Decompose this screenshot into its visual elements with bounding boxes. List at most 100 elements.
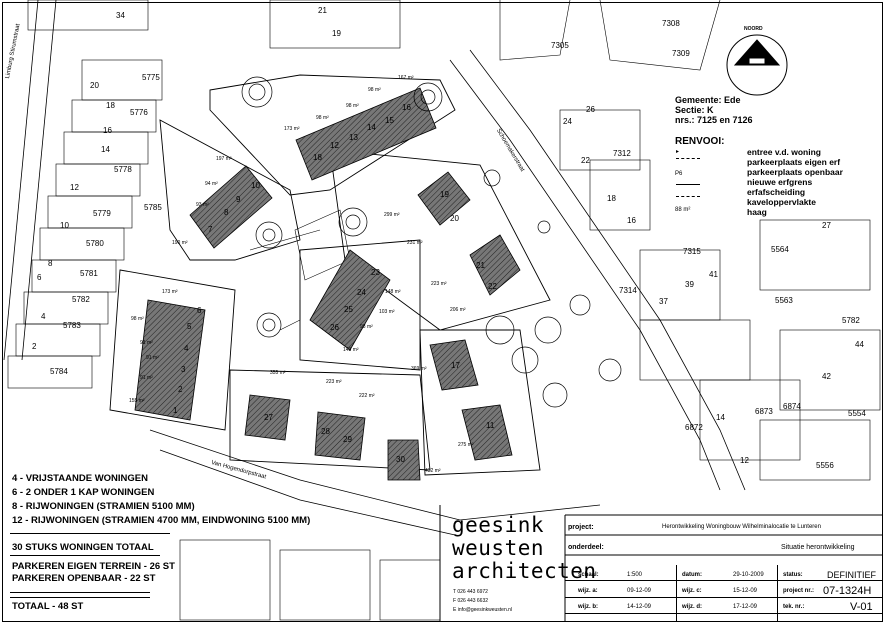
plot-area: 369 m² [411,366,427,372]
neighbor-label: 5556 [816,461,834,470]
project-label: project: [568,524,594,531]
neighbor-label: 41 [709,270,718,279]
house-number: 10 [251,181,260,190]
plot-area: 432 m² [425,468,441,474]
neighbor-label: 42 [822,372,831,381]
house-number: 5 [187,322,192,331]
office-fax: F 026 443 6632 [453,598,489,604]
house-number: 29 [343,435,352,444]
office-phone: T 026 443 6972 [453,589,488,595]
legend-symbol-entree-icon: ▸ [676,149,680,155]
plot-area: 167 m² [398,75,414,81]
plot-area: 91 m² [146,355,159,361]
neighbor-label: 7308 [662,19,680,28]
house-number: 13 [349,133,358,142]
summary-line-rijwoningen-5100: 8 - RIJWONINGEN (STRAMIEN 5100 MM) [12,501,195,512]
plot-area: 223 m² [431,281,447,287]
plot-area: 91 m² [140,375,153,381]
neighbor-label: 7314 [619,286,637,295]
house-number: 19 [440,190,449,199]
legend-item-haag: haag [747,207,767,217]
neighbor-label: 20 [90,81,99,90]
neighbor-label: 22 [581,156,590,165]
legend-symbol-area: 88 m² [675,207,691,213]
house-number: 28 [321,427,330,436]
legend-item-parkeren-openbaar: parkeerplaats openbaar [747,167,843,177]
house-number: 21 [476,261,485,270]
office-email: E info@geesinkweusten.nl [453,607,512,613]
house-number: 9 [236,195,241,204]
neighbor-label: 5563 [775,296,793,305]
neighbor-label: 5780 [86,239,104,248]
datum-label: datum: [682,572,702,578]
neighbor-label: 34 [116,11,125,20]
plot-area: 173 m² [162,289,178,295]
house-number: 3 [181,365,186,374]
summary-divider [10,597,150,598]
wijz-d-value: 17-12-09 [733,604,758,610]
summary-divider [10,533,170,534]
neighbor-label: 16 [627,216,636,225]
neighbor-label: 4 [41,312,46,321]
house-number: 23 [371,268,380,277]
house-number: 22 [488,282,497,291]
plot-area: 197 m² [216,156,232,162]
neighbor-label: 5564 [771,245,789,254]
house-number: 12 [330,141,339,150]
onderdeel-value: Situatie herontwikkeling [781,544,855,551]
plot-area: 275 m² [458,442,474,448]
plot-area: 143 m² [343,347,359,353]
summary-divider [10,592,150,593]
summary-line-2-onder-1-kap: 6 - 2 ONDER 1 KAP WONINGEN [12,487,155,498]
house-number: 24 [357,288,366,297]
house-number: 4 [184,344,189,353]
house-number: 25 [344,305,353,314]
legend-symbol-erfgrens-icon [676,184,700,185]
onderdeel-label: onderdeel: [568,544,604,551]
neighbor-label: 2 [32,342,37,351]
plot-area: 93 m² [196,202,209,208]
neighbor-label: 6873 [755,407,773,416]
neighbor-label: 7309 [672,49,690,58]
house-number: 17 [451,361,460,370]
summary-parking-public: PARKEREN OPENBAAR - 22 ST [12,573,156,584]
title-grid-line [565,613,883,614]
neighbor-label: 12 [740,456,749,465]
kadastraal-nrs-text: nrs.: 7125 en 7126 [675,115,753,125]
logo-line-3: architecten [452,559,597,583]
neighbor-label: 39 [685,280,694,289]
north-label: NOORD [744,26,763,32]
house-number: 14 [367,123,376,132]
neighbor-label: 7305 [551,41,569,50]
house-number: 15 [385,116,394,125]
house-number: 18 [313,153,322,162]
wijz-a-value: 09-12-09 [627,588,652,594]
plot-area: 231 m² [407,240,423,246]
house-number: 1 [173,406,178,415]
neighbor-label: 5778 [114,165,132,174]
neighbor-label: 24 [563,117,572,126]
neighbor-label: 7315 [683,247,701,256]
neighbor-label: 8 [48,259,53,268]
legend-item-erfafscheiding: erfafscheiding [747,187,806,197]
legend-item-erfgrens: nieuwe erfgrens [747,177,813,187]
title-grid-line [565,597,883,598]
gemeente-text: Gemeente: Ede [675,95,741,105]
legend-symbol-parkeren-eigen-icon [676,158,700,159]
neighbor-label: 5782 [72,295,90,304]
neighbor-label: 7312 [613,149,631,158]
wijz-a-label: wijz. a: [578,588,598,594]
plot-area: 91 m² [140,340,153,346]
plot-area: 299 m² [384,212,400,218]
neighbor-label: 5783 [63,321,81,330]
neighbor-label: 6 [37,273,42,282]
plot-area: 98 m² [346,103,359,109]
renvooi-title: RENVOOI: [675,136,725,147]
projectnr-label: project nr.: [783,588,815,594]
neighbor-label: 18 [607,194,616,203]
house-number: 8 [224,208,229,217]
wijz-c-label: wijz. c: [682,588,702,594]
title-grid-line [777,565,778,622]
neighbor-label: 5785 [144,203,162,212]
